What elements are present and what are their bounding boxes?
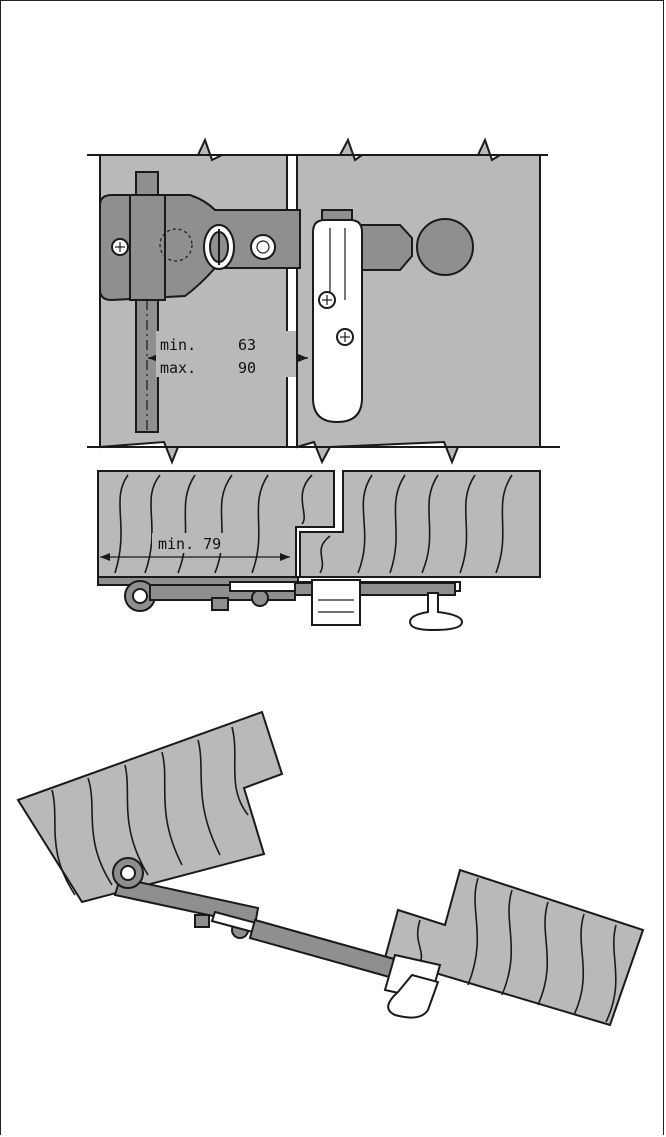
screw-icon <box>111 238 129 256</box>
open-left-door <box>16 710 284 904</box>
dim-min-value: 63 <box>238 336 256 354</box>
section-view: min. 79 <box>97 470 541 632</box>
left-door-panel <box>99 137 288 465</box>
latch-arm <box>354 224 413 271</box>
left-door-section <box>97 470 335 578</box>
latch-ball <box>416 218 474 276</box>
dim-min-label: min. <box>160 336 196 354</box>
hinge-block <box>129 194 166 301</box>
section-knob <box>408 592 464 632</box>
dim-max-value: 90 <box>238 359 256 377</box>
screw-icon <box>336 328 354 346</box>
dimension-79: min. 79 <box>100 533 290 561</box>
section-keeper <box>311 579 361 626</box>
adjustment-screw-icon <box>203 224 235 270</box>
top-view: min. 63 max. 90 <box>87 137 560 465</box>
open-view <box>16 710 645 1027</box>
dimension-63-90: min. 63 max. 90 <box>148 331 308 377</box>
screw-icon <box>318 291 336 309</box>
dim-79-label: min. 79 <box>158 535 221 553</box>
right-door-section <box>299 470 541 578</box>
open-knob <box>387 973 440 1019</box>
pivot-icon <box>250 234 276 260</box>
keeper-plate <box>312 219 363 424</box>
dim-max-label: max. <box>160 359 196 377</box>
